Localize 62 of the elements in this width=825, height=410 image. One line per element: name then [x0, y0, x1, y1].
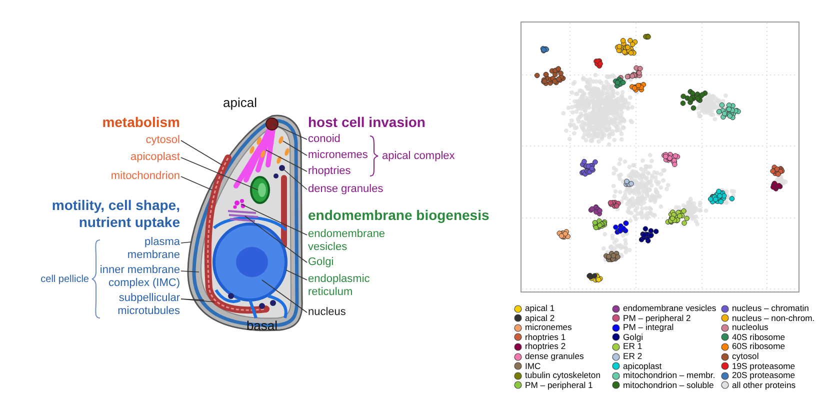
legend-label: rhoptries 1: [525, 332, 566, 342]
legend-label: nucleus – chromatin: [732, 304, 809, 313]
leader-line: [180, 140, 222, 166]
leader-line: [180, 176, 212, 190]
group-label: apical complex: [382, 149, 455, 163]
legend-label: nucleolus: [732, 323, 768, 332]
legend-label: apicoplast: [623, 362, 662, 371]
leader-line: [266, 150, 308, 172]
category-heading: motility, cell shape, nutrient uptake: [50, 197, 180, 231]
legend-label: PM – peripheral 2: [623, 314, 691, 323]
legend-label: all other proteins: [732, 380, 796, 390]
legend-label: cytosol: [732, 352, 759, 361]
organelle-label: rhoptries: [308, 165, 351, 178]
leader-line: [180, 157, 258, 190]
category-heading: endomembrane biogenesis: [308, 207, 490, 224]
legend-label: 19S proteasome: [732, 362, 796, 371]
legend-label: PM – integral: [623, 323, 674, 332]
leader-line: [286, 270, 308, 280]
leader-line: [272, 124, 308, 140]
category-heading: host cell invasion: [308, 114, 426, 131]
legend-label: apical 2: [525, 314, 555, 323]
legend-label: PM – peripheral 1: [525, 380, 593, 390]
organelle-label: endoplasmic reticulum: [308, 273, 388, 299]
legend-label: IMC: [525, 362, 541, 371]
legend-label: nucleus – non-chrom.: [732, 314, 815, 323]
organelle-label: cytosol: [80, 134, 180, 147]
orientation-label: basal: [245, 318, 279, 334]
category-heading: metabolism: [101, 114, 180, 131]
group-label: cell pellicle: [40, 273, 89, 286]
organelle-label: micronemes: [308, 149, 368, 162]
leader-line: [244, 216, 308, 263]
leader-line: [180, 298, 204, 300]
legend-label: 20S proteasome: [732, 371, 796, 380]
organelle-label: dense granules: [308, 183, 384, 196]
legend-label: 60S ribosome: [732, 342, 786, 352]
legend-label: apical 1: [525, 304, 555, 313]
legend-label: rhoptries 2: [525, 342, 566, 352]
legend-label: micronemes: [525, 323, 572, 332]
leader-line: [180, 298, 216, 302]
legend-label: ER 1: [623, 342, 642, 352]
organelle-label: Golgi: [308, 256, 334, 269]
organelle-label: mitochondrion: [80, 170, 180, 183]
legend-label: endomembrane vesicles: [623, 304, 716, 313]
legend-label: Golgi: [623, 332, 644, 342]
organelle-label: apicoplast: [80, 151, 180, 164]
organelle-label: conoid: [308, 133, 340, 146]
leader-line: [282, 140, 308, 156]
organelle-label: subpellicular microtubules: [105, 292, 180, 318]
legend-label: ER 2: [623, 352, 642, 361]
organelle-label: endomembrane vesicles: [308, 228, 393, 254]
legend-label: 40S ribosome: [732, 332, 786, 342]
leader-line: [180, 242, 192, 244]
orientation-label: apical: [222, 95, 258, 111]
organelle-label: nucleus: [308, 306, 346, 319]
legend-label: mitochondrion – membr.: [623, 371, 716, 380]
organelle-label: plasma membrane: [118, 236, 180, 262]
leader-line: [282, 168, 308, 190]
legend-label: tubulin cytoskeleton: [525, 371, 600, 380]
legend-label: dense granules: [525, 352, 584, 361]
leader-line: [180, 270, 200, 272]
legend-label: mitochondrion – soluble: [623, 380, 714, 390]
leader-line: [240, 204, 308, 236]
